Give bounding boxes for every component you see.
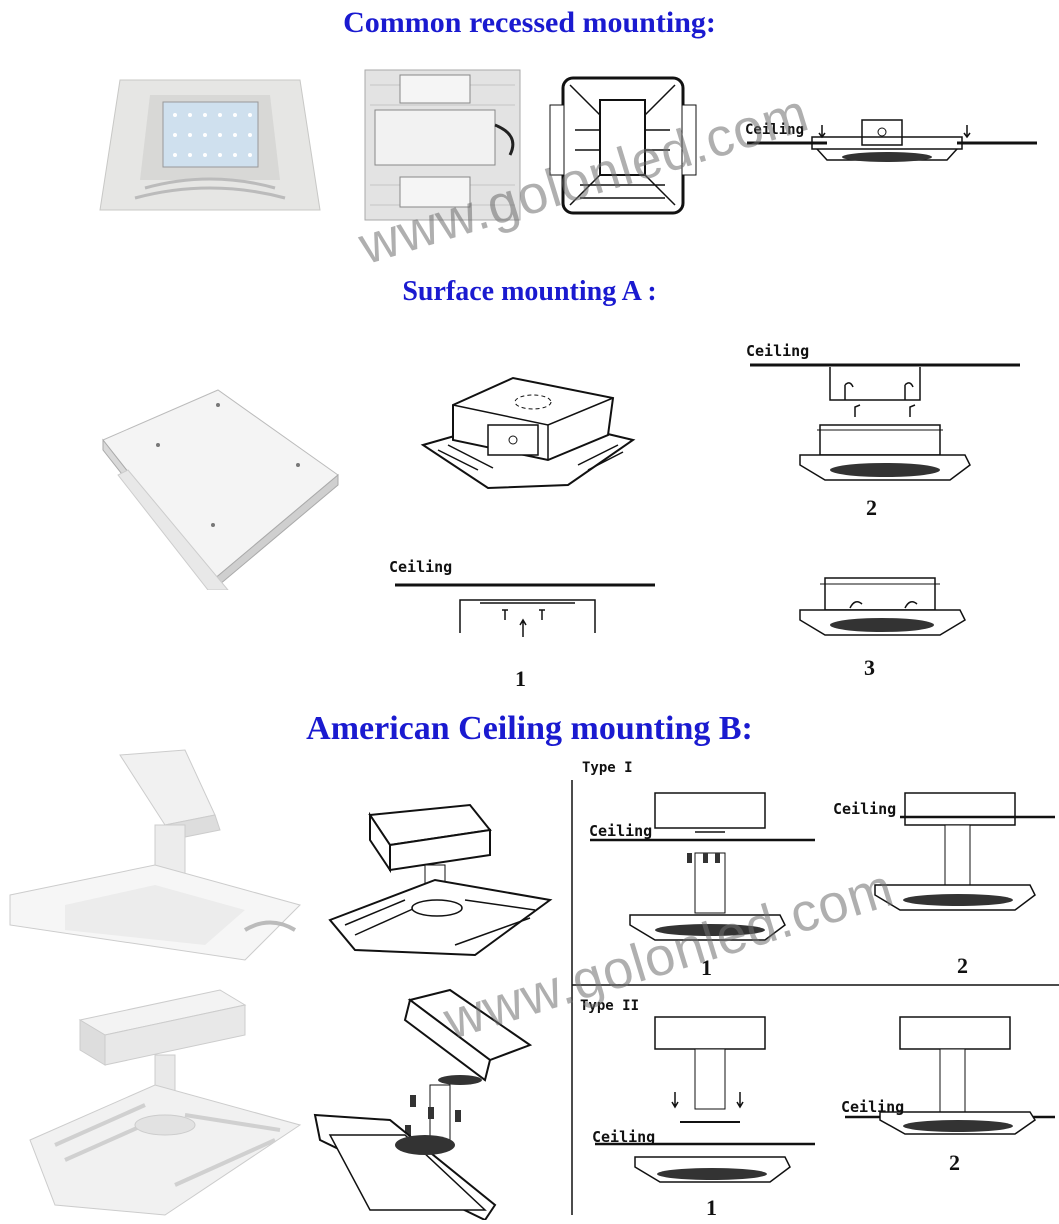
fixture-photo-front (99, 79, 321, 211)
surface-fixture-photo (102, 389, 339, 590)
type-2-label: Type II (580, 998, 640, 1014)
surface-step-2-drawing (750, 363, 1020, 481)
ceiling-label-b1: Ceiling (589, 822, 653, 840)
surface-box-drawing (420, 376, 636, 490)
american-fixture-photo-top (9, 749, 301, 961)
heading-surface-mounting: Surface mounting A : (402, 276, 657, 307)
type-1-step-1-drawing (590, 792, 815, 941)
ceiling-label-recessed: Ceiling (745, 122, 805, 138)
type-1-label: Type I (582, 760, 633, 776)
fixture-photo-back (364, 69, 521, 221)
recessed-section-drawing (747, 119, 1037, 162)
step-number-b1: 1 (701, 955, 712, 980)
step-number-a2: 2 (866, 495, 877, 520)
american-fixture-photo-bottom (29, 989, 302, 1216)
type-2-step-1-drawing (595, 1016, 815, 1183)
ceiling-label-b2: Ceiling (833, 800, 897, 818)
ceiling-label-b4: Ceiling (841, 1098, 905, 1116)
ceiling-label-b3: Ceiling (592, 1128, 656, 1146)
step-number-b3: 1 (706, 1195, 717, 1220)
american-drawing-top (328, 803, 553, 957)
heading-recessed-mounting: Common recessed mounting: (343, 6, 716, 39)
type-1-step-2-drawing (874, 792, 1055, 911)
type-diagram-frame (571, 780, 1059, 1215)
surface-step-1-drawing (395, 583, 655, 637)
step-number-a1: 1 (515, 666, 526, 691)
heading-american-ceiling-mounting: American Ceiling mounting B: (306, 710, 753, 747)
fixture-drawing-grille (549, 76, 697, 215)
ceiling-label-a2: Ceiling (746, 342, 810, 360)
american-exploded-drawing (313, 988, 533, 1220)
step-number-b4: 2 (949, 1150, 960, 1175)
step-number-b2: 2 (957, 953, 968, 978)
surface-step-3-drawing (799, 577, 966, 636)
step-number-a3: 3 (864, 655, 875, 680)
ceiling-label-a1: Ceiling (389, 558, 453, 576)
type-2-step-2-drawing (845, 1016, 1055, 1135)
